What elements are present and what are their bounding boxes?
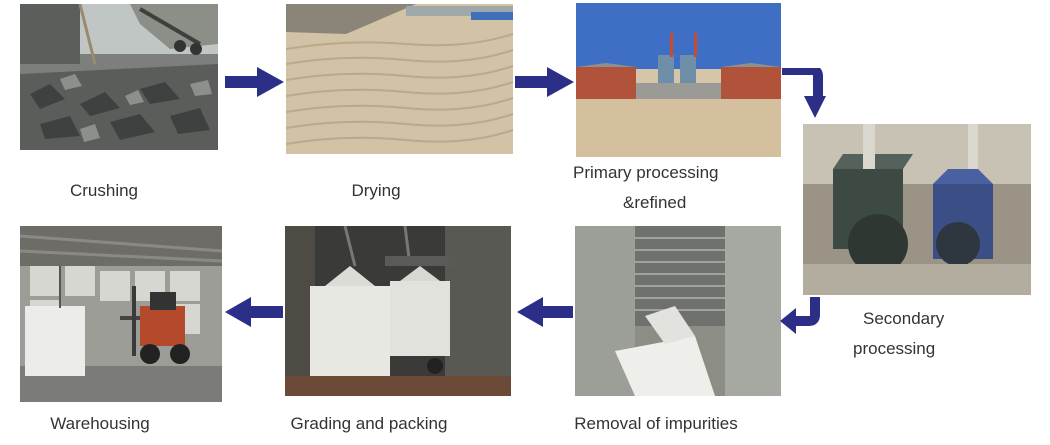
arrow-left-grading-to-warehousing: [225, 297, 283, 327]
arrow-left-removal-to-grading: [517, 297, 573, 327]
secondary-processing-photo: [803, 124, 1031, 295]
warehousing-photo: [20, 226, 222, 402]
arrow-bent-primary-to-secondary: [782, 68, 826, 120]
arrow-right-crushing-to-drying: [225, 67, 284, 97]
step-label-line: Removal of impurities: [574, 414, 738, 433]
step-label-line: Crushing: [69, 181, 139, 200]
step-label-line: &refined: [623, 193, 687, 212]
step-label-crushing: Crushing: [44, 176, 164, 206]
arrow-right-drying-to-primary: [515, 67, 574, 97]
step-label-line: processing: [853, 339, 936, 358]
step-label-grading-and-packing: Grading and packing: [279, 409, 459, 439]
primary-processing-photo: [576, 3, 781, 157]
crushing-photo: [20, 4, 218, 150]
step-label-line: Grading and packing: [290, 414, 448, 433]
step-label-secondary-processing: Secondary processing: [853, 304, 963, 364]
removal-of-impurities-photo: [575, 226, 781, 396]
step-label-line: Secondary: [863, 309, 945, 328]
step-label-line: Drying: [351, 181, 401, 200]
step-label-line: Warehousing: [50, 414, 150, 433]
arrow-bent-secondary-to-removal: [780, 297, 820, 335]
step-label-primary-processing: Primary processing &refined: [573, 158, 743, 218]
step-label-removal-of-impurities: Removal of impurities: [566, 409, 746, 439]
step-label-drying: Drying: [316, 176, 436, 206]
drying-photo: [286, 4, 513, 154]
grading-and-packing-photo: [285, 226, 511, 396]
step-label-line: Primary processing: [573, 163, 719, 182]
step-label-warehousing: Warehousing: [40, 409, 160, 439]
